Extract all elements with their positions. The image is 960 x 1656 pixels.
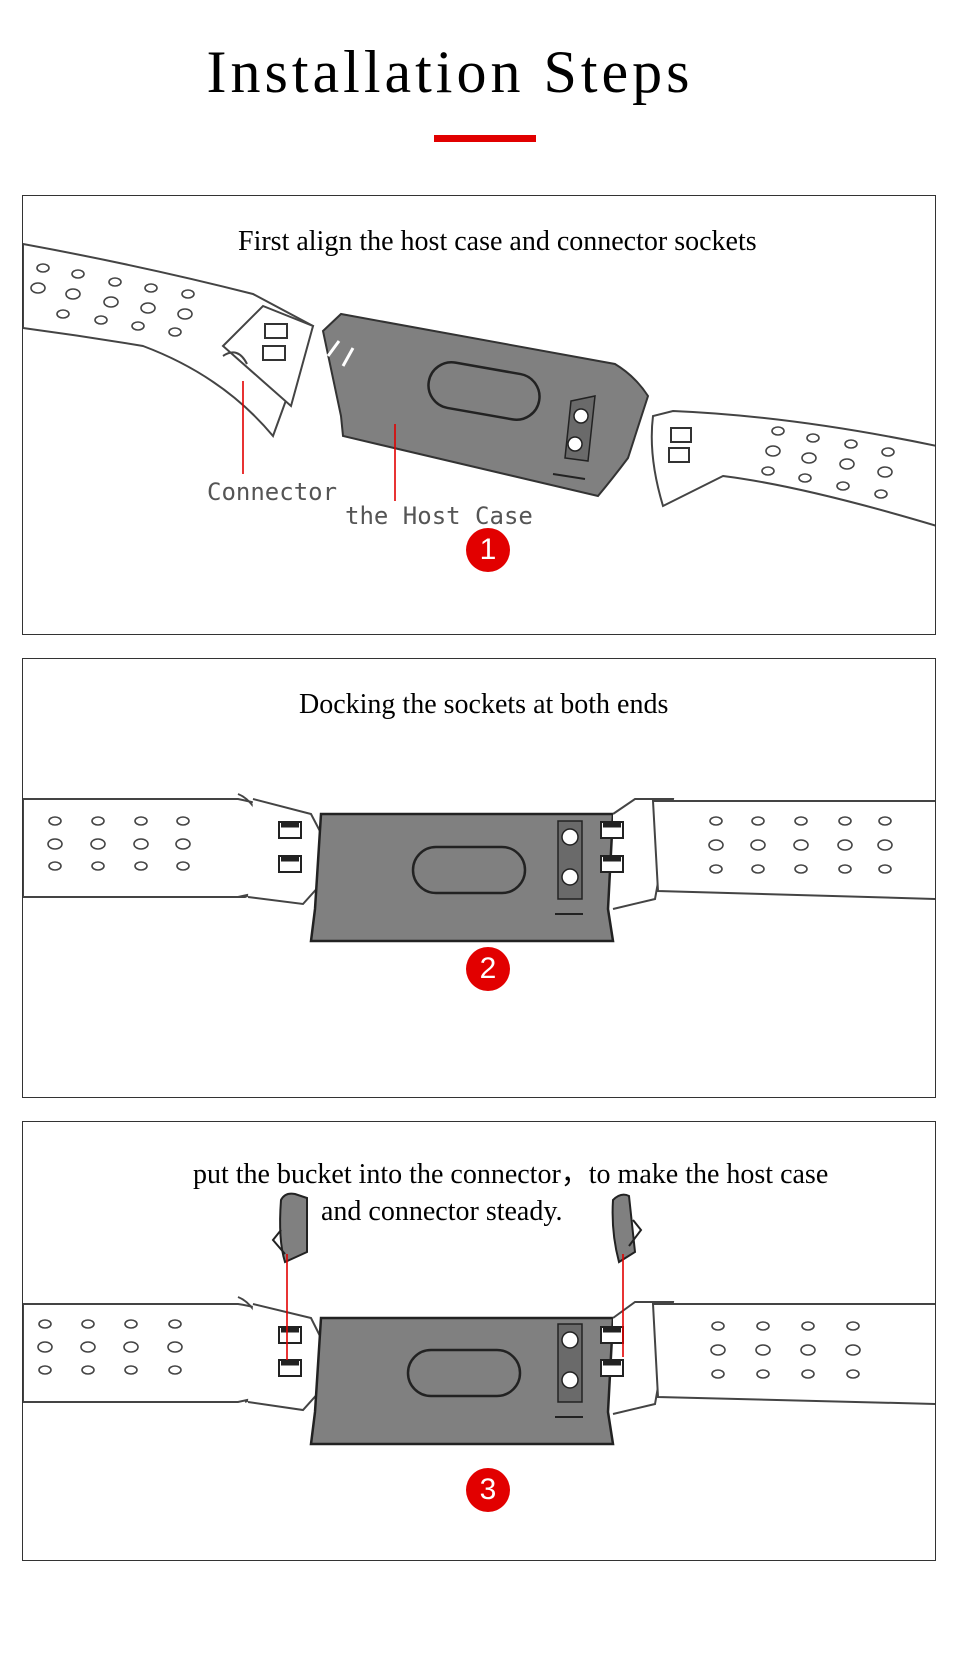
host-case-label: the Host Case <box>345 502 533 530</box>
title-underline <box>434 135 536 142</box>
step-1-panel: First align the host case and connector … <box>22 195 936 635</box>
step-2-caption: Docking the sockets at both ends <box>299 689 669 720</box>
step-3-caption-line-1: put the bucket into the connector，to mak… <box>193 1159 829 1190</box>
connector-label: Connector <box>207 478 338 506</box>
step-1-caption: First align the host case and connector … <box>238 226 757 257</box>
step-3-caption-line-2: and connector steady. <box>321 1196 563 1227</box>
step-number-badge-2: 2 <box>466 947 510 991</box>
watch-band-illustration-step-3 <box>23 1192 935 1446</box>
watch-band-illustration-step-2 <box>23 793 935 943</box>
step-2-panel: Docking the sockets at both ends 2 <box>22 658 936 1098</box>
step-3-panel: put the bucket into the connector，to mak… <box>22 1121 936 1561</box>
watch-band-illustration-step-1 <box>23 242 935 527</box>
step-number-badge-3: 3 <box>466 1468 510 1512</box>
step-number-badge-1: 1 <box>466 528 510 572</box>
page-title: Installation Steps <box>206 39 694 105</box>
